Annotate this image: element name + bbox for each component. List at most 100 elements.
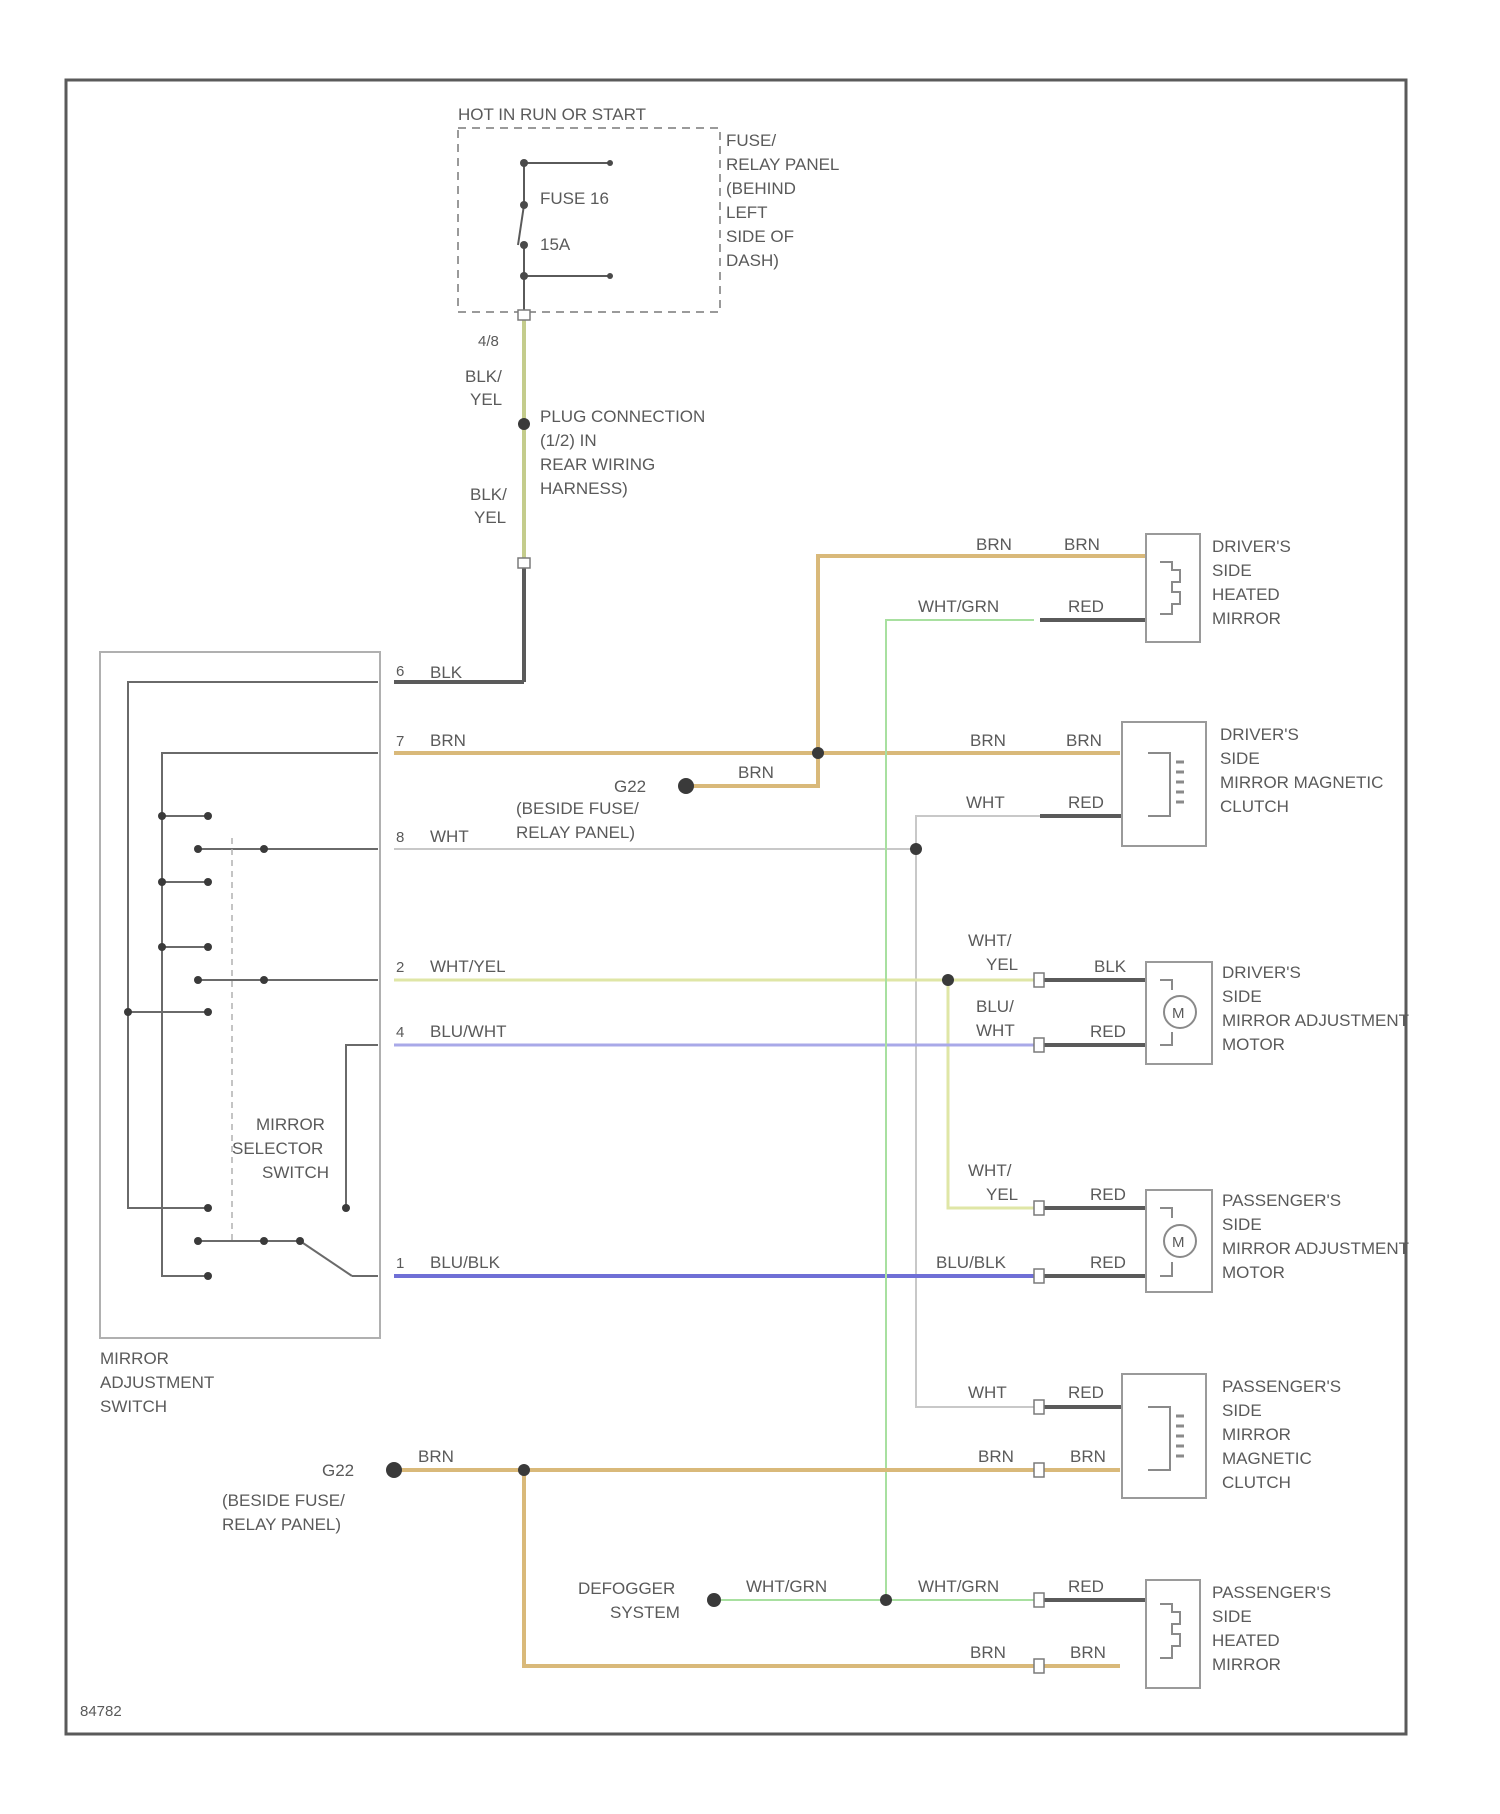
wire-color-label: RED xyxy=(1068,1383,1104,1402)
drivers-mirror-magnetic-clutch xyxy=(1122,722,1206,846)
wire-color-label: WHT/GRN xyxy=(746,1577,827,1596)
splice-dot xyxy=(942,974,954,986)
wire-color-label: BLU/ xyxy=(976,997,1014,1016)
mirror-adjustment-switch-label: MIRROR ADJUSTMENT SWITCH xyxy=(100,1349,214,1416)
connector-symbol xyxy=(518,310,530,320)
passengers-mirror-magnetic-clutch xyxy=(1122,1374,1206,1498)
ground-dot xyxy=(678,778,694,794)
wire-color-label: WHT xyxy=(976,1021,1015,1040)
component-label: SIDE xyxy=(1212,1607,1252,1626)
component-label: SIDE xyxy=(1220,749,1260,768)
splice-dot xyxy=(880,1594,892,1606)
wire-color-label: BLU/WHT xyxy=(430,1022,507,1041)
connector-symbol xyxy=(518,558,530,568)
fuse-symbol-dots xyxy=(520,159,613,280)
ground-dot xyxy=(386,1462,402,1478)
switch-label-line: SWITCH xyxy=(100,1397,167,1416)
wire-color-label: WHT/GRN xyxy=(918,597,999,616)
component-label: CLUTCH xyxy=(1220,797,1289,816)
wire-color-label: BLK xyxy=(430,663,463,682)
switch-label-line: MIRROR xyxy=(100,1349,169,1368)
fuse-panel-location-label: FUSE/ RELAY PANEL (BEHIND LEFT SIDE OF D… xyxy=(726,131,839,270)
component-label: SIDE xyxy=(1222,1401,1262,1420)
plug-connection-label-line: (1/2) IN xyxy=(540,431,597,450)
component-label: DRIVER'S xyxy=(1212,537,1291,556)
fuse-amp-label: 15A xyxy=(540,235,571,254)
mirror-selector-switch-label: MIRROR SELECTOR SWITCH xyxy=(232,1115,329,1182)
wire-color-label: BRN xyxy=(970,731,1006,750)
diagram-id-label: 84782 xyxy=(80,1703,122,1720)
fuse-panel-location-line: DASH) xyxy=(726,251,779,270)
component-label: CLUTCH xyxy=(1222,1473,1291,1492)
wire-color-label: WHT/ xyxy=(968,1161,1012,1180)
component-label: PASSENGER'S xyxy=(1222,1377,1341,1396)
fuse-panel-pin-label: 4/8 xyxy=(478,333,499,350)
splice-dot xyxy=(910,843,922,855)
wire-color-label: BLK/ xyxy=(470,485,507,504)
passengers-mirror-adjustment-motor: M xyxy=(1146,1190,1212,1292)
switch-label-line: ADJUSTMENT xyxy=(100,1373,214,1392)
component-label: PASSENGER'S xyxy=(1212,1583,1331,1602)
ground-location-label: RELAY PANEL) xyxy=(516,823,635,842)
component-label: PASSENGER'S xyxy=(1222,1191,1341,1210)
wire-color-label: BRN xyxy=(970,1643,1006,1662)
wire-color-label: WHT xyxy=(968,1383,1007,1402)
wire-color-label: BRN xyxy=(976,535,1012,554)
brn-wire xyxy=(394,556,1150,786)
fuse-panel-location-line: SIDE OF xyxy=(726,227,794,246)
fuse-panel-location-line: FUSE/ xyxy=(726,131,776,150)
ground-location-label: (BESIDE FUSE/ xyxy=(222,1491,345,1510)
drivers-mirror-adjustment-motor: M xyxy=(1146,962,1212,1064)
component-label: MIRROR ADJUSTMENT xyxy=(1222,1011,1409,1030)
switch-contact-dots xyxy=(124,812,350,1280)
splice-dot xyxy=(812,747,824,759)
motor-symbol-label: M xyxy=(1172,1005,1185,1022)
wire-color-label: BRN xyxy=(430,731,466,750)
component-label: HEATED xyxy=(1212,1631,1280,1650)
wire-color-label: BRN xyxy=(978,1447,1014,1466)
passengers-heated-mirror xyxy=(1146,1580,1200,1688)
ground-name-label: G22 xyxy=(322,1461,354,1480)
wire-color-label: WHT xyxy=(430,827,469,846)
switch-pin-label: 4 xyxy=(396,1024,404,1041)
component-label: SIDE xyxy=(1222,987,1262,1006)
component-label: MIRROR ADJUSTMENT xyxy=(1222,1239,1409,1258)
wire-color-label: BRN xyxy=(1064,535,1100,554)
wire-color-label: WHT xyxy=(966,793,1005,812)
fuse-panel-location-line: RELAY PANEL xyxy=(726,155,839,174)
ground-name-label: G22 xyxy=(614,777,646,796)
defogger-label: DEFOGGER xyxy=(578,1579,675,1598)
wire-color-label: RED xyxy=(1068,793,1104,812)
ground-location-label: (BESIDE FUSE/ xyxy=(516,799,639,818)
switch-internal-wiring xyxy=(128,682,378,1276)
plug-connection-label-line: PLUG CONNECTION xyxy=(540,407,705,426)
defogger-label: SYSTEM xyxy=(610,1603,680,1622)
plug-connection-label-line: HARNESS) xyxy=(540,479,628,498)
wire-color-label: BRN xyxy=(1070,1447,1106,1466)
connector-markers xyxy=(1034,973,1044,1673)
wire-color-label: RED xyxy=(1068,1577,1104,1596)
switch-pin-label: 7 xyxy=(396,733,404,750)
wire-color-label: BLU/BLK xyxy=(430,1253,501,1272)
wire-color-label: BRN xyxy=(1066,731,1102,750)
wire-color-label: YEL xyxy=(986,1185,1018,1204)
hot-in-run-or-start-label: HOT IN RUN OR START xyxy=(458,105,646,124)
wire-color-label: BRN xyxy=(738,763,774,782)
wire-color-label: BLU/BLK xyxy=(936,1253,1007,1272)
wire-color-label: RED xyxy=(1090,1185,1126,1204)
switch-pin-label: 8 xyxy=(396,829,404,846)
plug-connection-label: PLUG CONNECTION (1/2) IN REAR WIRING HAR… xyxy=(540,407,705,498)
wire-color-label: YEL xyxy=(474,508,506,527)
drivers-heated-mirror xyxy=(1146,534,1200,642)
component-label: SIDE xyxy=(1222,1215,1262,1234)
plug-connection-label-line: REAR WIRING xyxy=(540,455,655,474)
mirror-adjustment-switch-box xyxy=(100,652,380,1338)
wire-color-label: BLK xyxy=(1094,957,1127,976)
fuse-panel-location-line: (BEHIND xyxy=(726,179,796,198)
defogger-dot xyxy=(707,1593,721,1607)
switch-pin-label: 6 xyxy=(396,663,404,680)
plug-connection-dot xyxy=(518,418,530,430)
wire-color-label: WHT/YEL xyxy=(430,957,506,976)
wire-color-label: RED xyxy=(1068,597,1104,616)
fuse-panel-location-line: LEFT xyxy=(726,203,768,222)
